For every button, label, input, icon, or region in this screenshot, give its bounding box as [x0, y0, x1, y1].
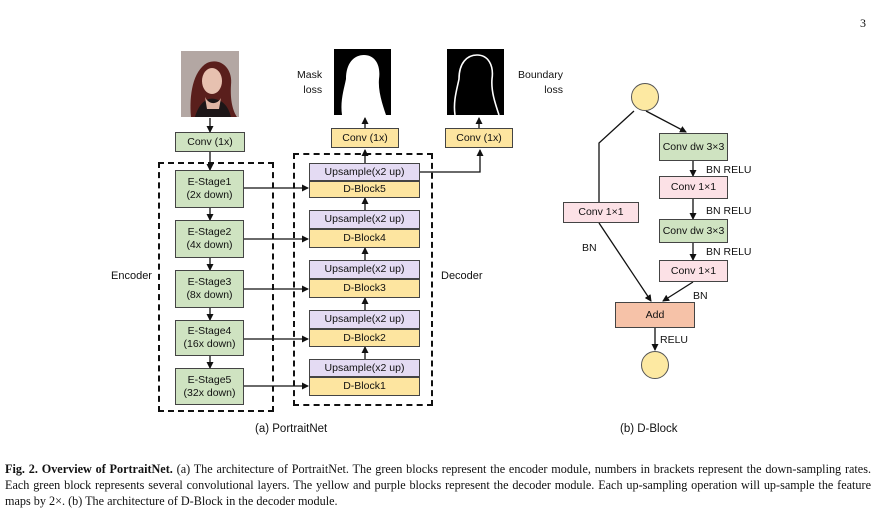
bn-relu-label-3: BN RELU: [706, 246, 752, 258]
dblock-input-node: [631, 83, 659, 111]
bn-label-main: BN: [693, 290, 708, 302]
upsample-block-2: Upsample(x2 up): [309, 310, 420, 329]
encoder-conv-block: Conv (1x): [175, 132, 245, 152]
boundary-conv-block: Conv (1x): [445, 128, 513, 148]
encoder-stage-5: E-Stage5 (32x down): [175, 368, 244, 405]
relu-label-out: RELU: [660, 334, 689, 346]
caption-title: Fig. 2. Overview of PortraitNet.: [5, 462, 173, 476]
mask-conv-block: Conv (1x): [331, 128, 399, 148]
dblock-1: D-Block1: [309, 377, 420, 396]
dblock-4: D-Block4: [309, 229, 420, 248]
encoder-label: Encoder: [111, 270, 152, 282]
dblock-add: Add: [615, 302, 695, 328]
encoder-dashed-region: [158, 162, 274, 412]
dblock-2: D-Block2: [309, 329, 420, 347]
bn-relu-label-1: BN RELU: [706, 164, 752, 176]
upsample-block-5: Upsample(x2 up): [309, 163, 420, 181]
upsample-block-3: Upsample(x2 up): [309, 260, 420, 279]
dblock-conv-dw-1: Conv dw 3×3: [659, 133, 728, 161]
dblock-conv-1x1-a: Conv 1×1: [659, 176, 728, 199]
encoder-stage-1: E-Stage1 (2x down): [175, 170, 244, 208]
encoder-stage-2: E-Stage2 (4x down): [175, 220, 244, 258]
boundary-loss-label: Boundary loss: [518, 69, 563, 96]
input-portrait-image: [181, 51, 239, 117]
upsample-block-1: Upsample(x2 up): [309, 359, 420, 377]
dblock-conv-1x1-b: Conv 1×1: [659, 260, 728, 282]
figure-caption: Fig. 2. Overview of PortraitNet. (a) The…: [5, 461, 871, 509]
bn-label-shortcut: BN: [582, 242, 597, 254]
decoder-dashed-region: [293, 153, 433, 406]
encoder-stage-4: E-Stage4 (16x down): [175, 320, 244, 356]
dblock-shortcut-conv: Conv 1×1: [563, 202, 639, 223]
upsample-block-4: Upsample(x2 up): [309, 210, 420, 229]
mask-loss-label: Mask loss: [297, 69, 323, 96]
page-number: 3: [860, 16, 866, 30]
subcaption-b: (b) D-Block: [620, 423, 678, 435]
bn-relu-label-2: BN RELU: [706, 205, 752, 217]
subcaption-a: (a) PortraitNet: [255, 423, 328, 435]
boundary-image: [447, 49, 504, 115]
dblock-5: D-Block5: [309, 181, 420, 198]
dblock-conv-dw-2: Conv dw 3×3: [659, 219, 728, 243]
caption-body: (a) The architecture of PortraitNet. The…: [5, 462, 871, 508]
encoder-stage-3: E-Stage3 (8x down): [175, 270, 244, 308]
mask-image: [334, 49, 391, 115]
decoder-label: Decoder: [441, 270, 483, 282]
dblock-3: D-Block3: [309, 279, 420, 298]
dblock-output-node: [641, 351, 669, 379]
